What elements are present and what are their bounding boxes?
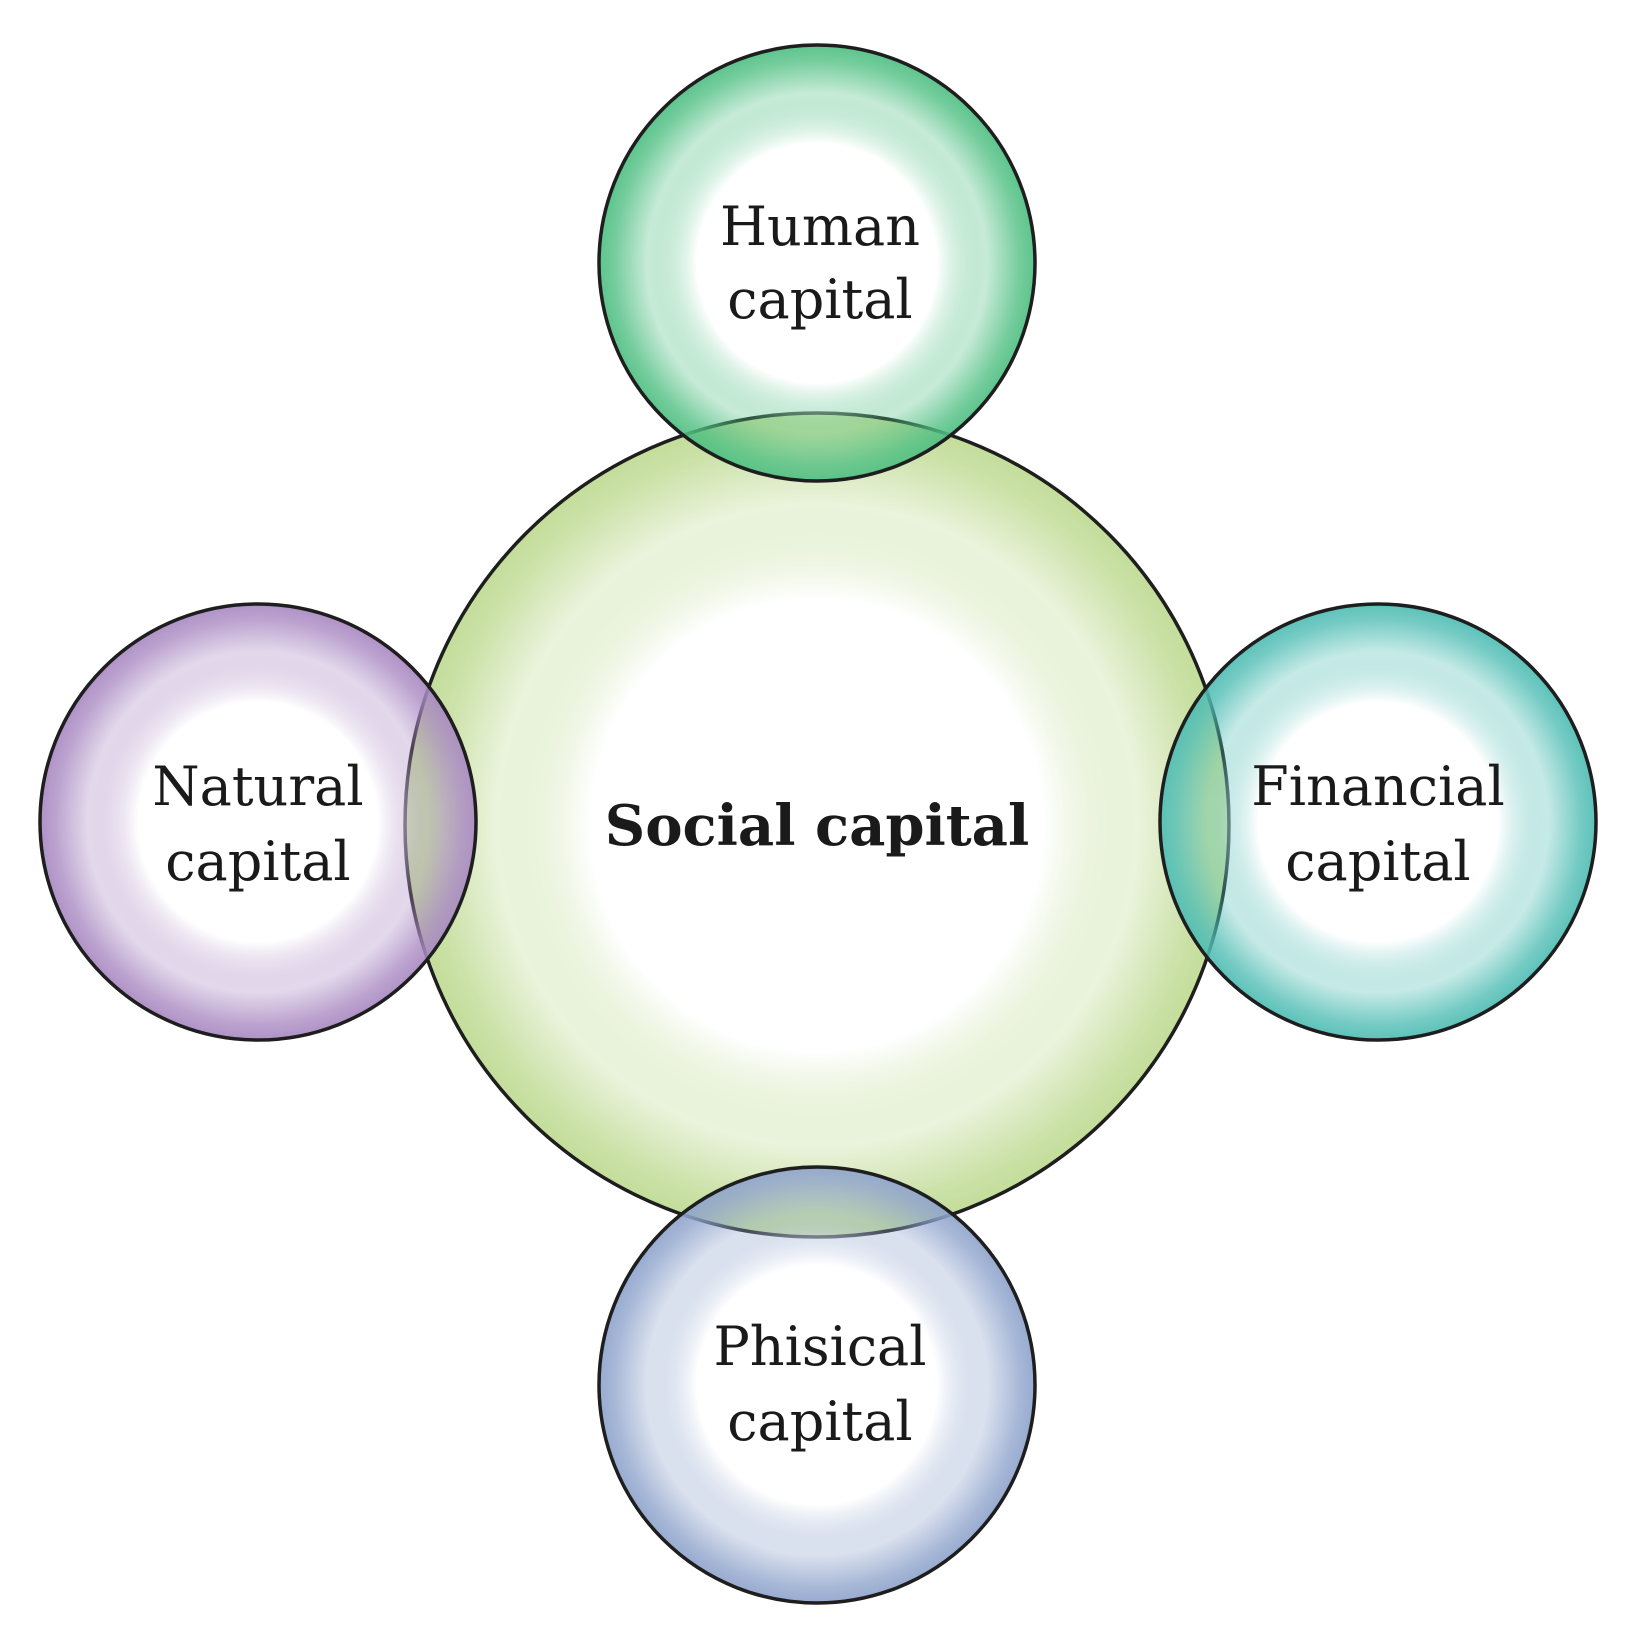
physical-capital-label-line1: Phisical	[713, 1315, 926, 1378]
financial-capital-label-line2: capital	[1285, 830, 1470, 893]
social-capital-circle	[405, 413, 1229, 1237]
financial-capital-node: Financial capital	[1158, 602, 1598, 1042]
physical-capital-node: Phisical capital	[597, 1165, 1037, 1605]
financial-capital-label-line1: Financial	[1251, 755, 1504, 818]
physical-capital-outline	[597, 1165, 1037, 1605]
natural-capital-label-line1: Natural	[152, 755, 363, 818]
financial-capital-circle	[1160, 604, 1596, 1040]
financial-capital-outline	[1158, 602, 1598, 1042]
social-capital-node: Social capital	[403, 411, 1231, 1239]
physical-capital-label-line2: capital	[727, 1390, 912, 1453]
human-capital-outline	[597, 43, 1037, 483]
human-capital-circle	[599, 45, 1035, 481]
physical-capital-circle	[599, 1167, 1035, 1603]
natural-capital-outline	[38, 602, 478, 1042]
natural-capital-node: Natural capital	[38, 602, 478, 1042]
social-capital-label: Social capital	[605, 793, 1029, 859]
natural-capital-circle	[40, 604, 476, 1040]
human-capital-node: Human capital	[597, 43, 1037, 483]
natural-capital-label-line2: capital	[165, 830, 350, 893]
human-capital-label-line2: capital	[727, 268, 912, 331]
human-capital-label-line1: Human	[720, 195, 920, 258]
